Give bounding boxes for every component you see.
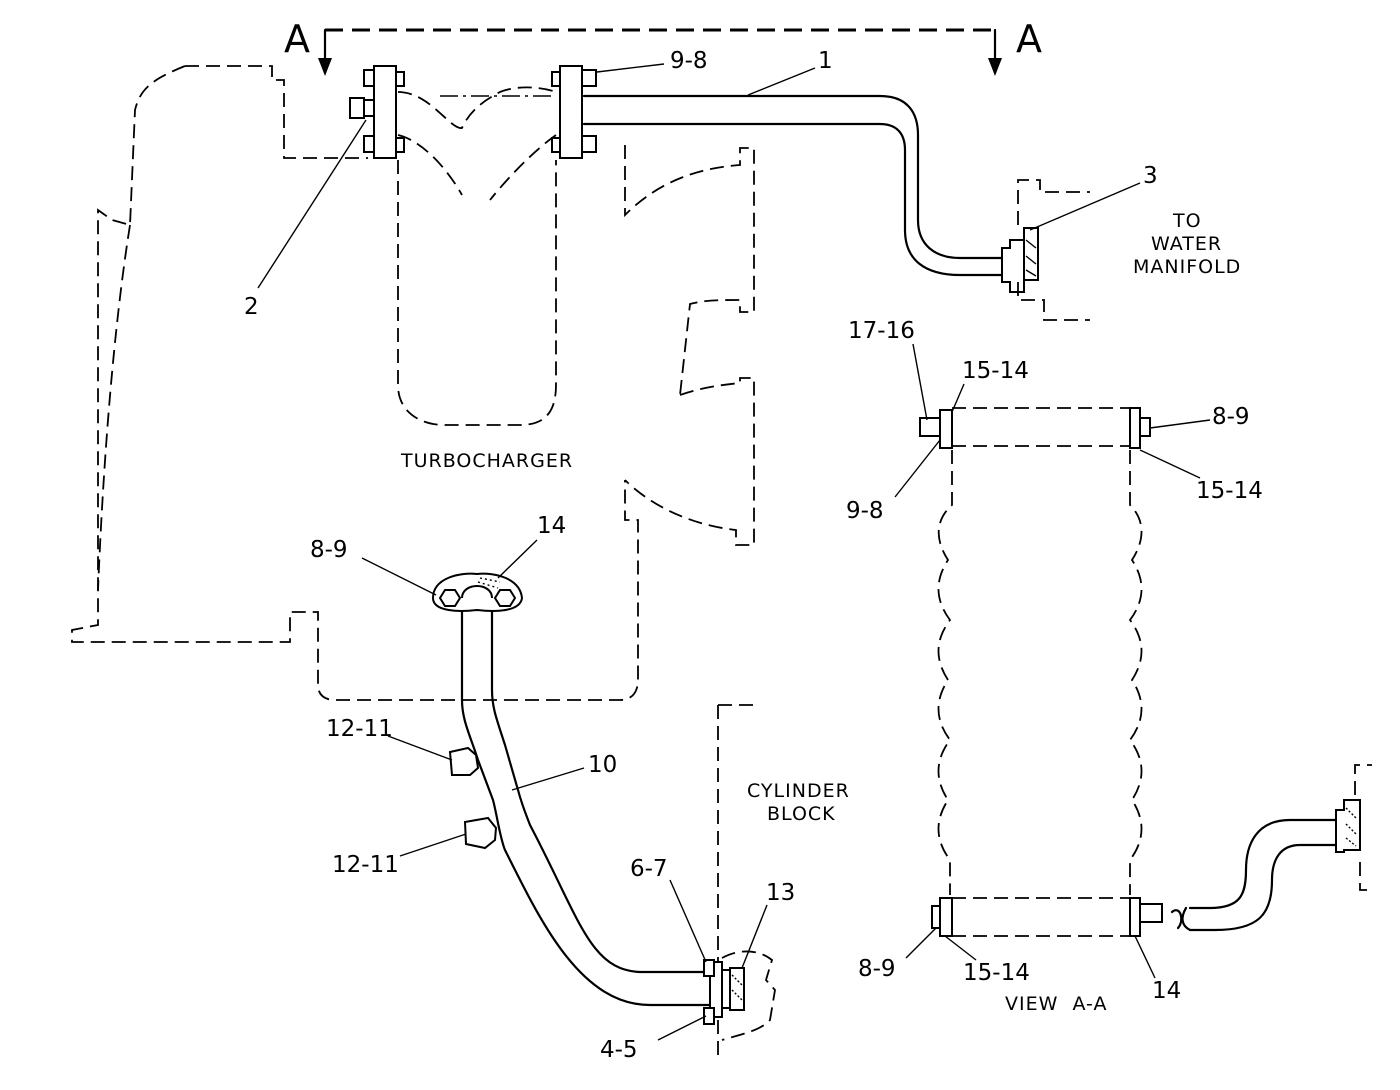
leader-lines (257, 63, 1211, 1041)
callout-15-14-bottom: 15-14 (963, 960, 1030, 986)
callout-15-14-right: 15-14 (1196, 478, 1263, 504)
section-letter-left: A (284, 17, 310, 61)
view-a-a-label: VIEW A-A (1005, 993, 1108, 1015)
callout-12-11-upper: 12-11 (326, 716, 393, 742)
section-indicator: A A (284, 17, 1042, 76)
callout-4-5: 4-5 (600, 1037, 638, 1063)
view-a-a (919, 407, 1372, 937)
to-water-manifold-line2: WATER (1151, 233, 1222, 255)
turbo-flange-left (349, 65, 405, 159)
callout-8-9-view-bottom: 8-9 (858, 956, 896, 982)
callout-9-8-view: 9-8 (846, 498, 884, 524)
callout-2: 2 (244, 294, 259, 320)
callout-1: 1 (818, 48, 833, 74)
callouts: 9-8 1 3 2 17-16 15-14 8-9 15-14 9-8 8-9 … (244, 48, 1263, 1063)
section-letter-right: A (1016, 17, 1042, 61)
cylinder-block-label-line1: CYLINDER (747, 780, 850, 802)
engine-outline (71, 65, 755, 1060)
callout-10: 10 (588, 752, 617, 778)
callout-3: 3 (1143, 163, 1158, 189)
callout-14-pipe: 14 (537, 513, 566, 539)
callout-17-16: 17-16 (848, 318, 915, 344)
cylinder-block-label-line2: BLOCK (767, 803, 836, 825)
turbocharger-label: TURBOCHARGER (400, 450, 573, 472)
pipe-assembly-10 (431, 572, 776, 1041)
to-water-manifold-line1: TO (1172, 210, 1202, 232)
callout-14-view: 14 (1152, 978, 1181, 1004)
callout-15-14-top: 15-14 (962, 358, 1029, 384)
callout-13: 13 (766, 880, 795, 906)
callout-9-8-top: 9-8 (670, 48, 708, 74)
callout-8-9-top: 8-9 (1212, 404, 1250, 430)
pipe-assembly-1 (582, 94, 1090, 321)
callout-8-9-pipe: 8-9 (310, 537, 348, 563)
callout-12-11-lower: 12-11 (332, 852, 399, 878)
notes: TURBOCHARGER CYLINDER BLOCK TO WATER MAN… (400, 210, 1241, 1015)
turbo-flange-right (551, 65, 597, 159)
callout-6-7: 6-7 (630, 856, 668, 882)
to-water-manifold-line3: MANIFOLD (1133, 256, 1241, 278)
